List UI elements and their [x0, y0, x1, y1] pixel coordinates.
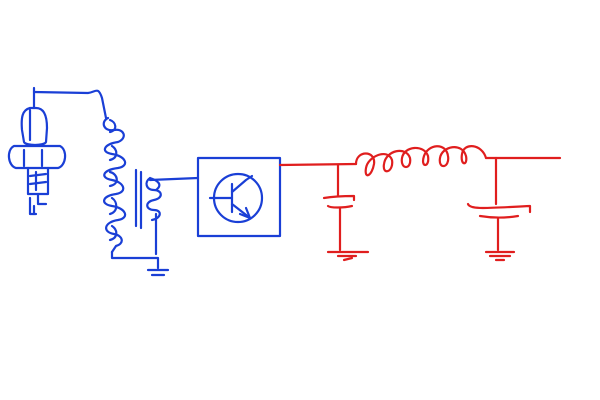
- spark-plug-icon: [7, 86, 67, 216]
- wire-plug-to-coil: [32, 89, 108, 120]
- ground-icon: [484, 250, 516, 262]
- npn-transistor-icon: [196, 156, 282, 238]
- capacitor-icon: [322, 163, 356, 252]
- wire-coil-to-ground: [110, 250, 160, 270]
- ground-icon: [146, 268, 170, 277]
- capacitor-icon: [466, 156, 532, 252]
- inductor-coil-icon: [354, 145, 488, 177]
- transformer-icon: [102, 116, 200, 256]
- ground-icon: [326, 250, 370, 262]
- wire-box-to-filter: [278, 162, 358, 167]
